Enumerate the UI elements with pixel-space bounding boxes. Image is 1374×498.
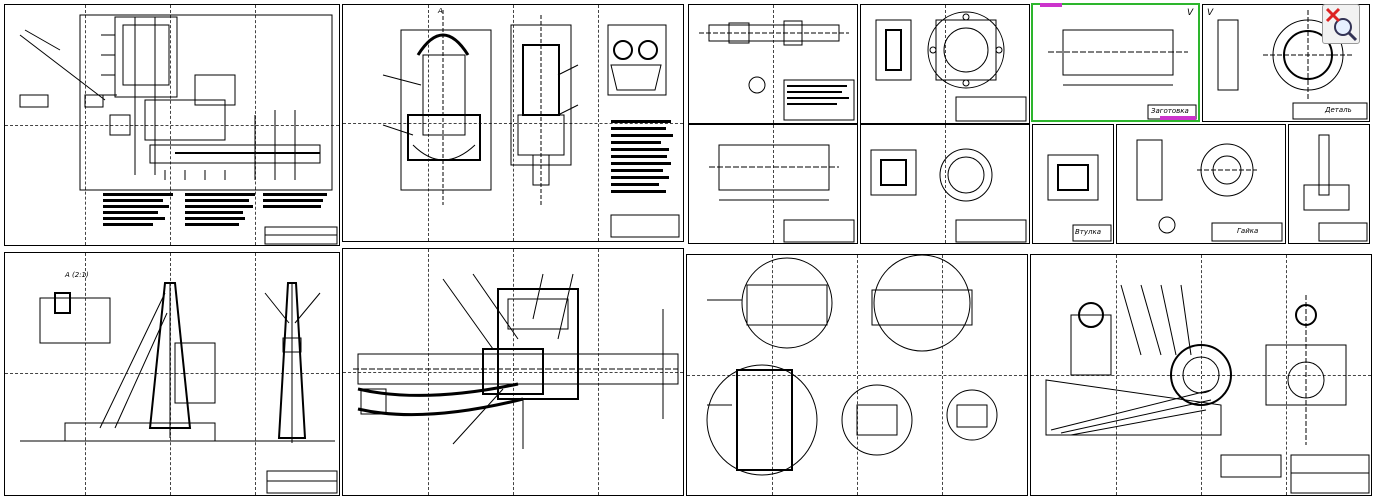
nut-drawing [1136, 139, 1283, 242]
sheet-14[interactable] [686, 254, 1028, 496]
sheet-2[interactable]: А [342, 4, 684, 242]
sheet-13[interactable] [342, 248, 684, 496]
sheet-8[interactable] [860, 124, 1030, 244]
sheet12-caption: Гайка [1237, 227, 1259, 235]
selection-tag [1040, 3, 1062, 7]
shaft-drawing [699, 20, 855, 121]
sheet-15[interactable] [1030, 254, 1372, 496]
cover-drawing [1047, 154, 1112, 242]
housing-drawing [709, 144, 855, 243]
sheet-tag: А (2:1) [65, 271, 89, 279]
sheet-5[interactable]: V Заготовка [1032, 4, 1200, 122]
sheet-1[interactable] [4, 4, 340, 246]
flange-drawing [875, 11, 1027, 122]
assembly-drawing [19, 14, 338, 245]
bushing-drawing [870, 148, 1027, 243]
zoom-close-icon [1325, 7, 1358, 42]
sheet-tag: V [1207, 8, 1214, 18]
sheet-tag: V [1187, 8, 1194, 18]
sheet5-caption: Заготовка [1151, 107, 1189, 115]
sheet-tag: А [438, 7, 443, 15]
sheet-12[interactable]: А (2:1) [4, 252, 340, 496]
billet-drawing [1048, 29, 1197, 120]
sheet11-caption: Втулка [1075, 228, 1102, 236]
zoom-close-button[interactable] [1322, 4, 1360, 44]
selection-tag [1160, 116, 1196, 120]
sheet6-caption: Деталь [1325, 106, 1352, 114]
seal-details-drawing [706, 255, 998, 476]
sheet-3[interactable] [688, 4, 858, 124]
sheet-6[interactable]: V Деталь [1202, 4, 1370, 122]
sheet-7[interactable] [688, 124, 858, 244]
pump-drawing [1045, 284, 1370, 494]
sheet-9[interactable]: Втулка [1032, 124, 1114, 244]
sheet-10[interactable]: Гайка [1116, 124, 1286, 244]
section-drawing [382, 10, 680, 238]
swivel-drawing [353, 273, 679, 449]
sheet-11[interactable] [1288, 124, 1370, 244]
small-part-drawing [1303, 134, 1368, 242]
rig-drawing [20, 282, 338, 494]
sheet-4[interactable] [860, 4, 1030, 124]
ring-drawing [1217, 10, 1368, 120]
